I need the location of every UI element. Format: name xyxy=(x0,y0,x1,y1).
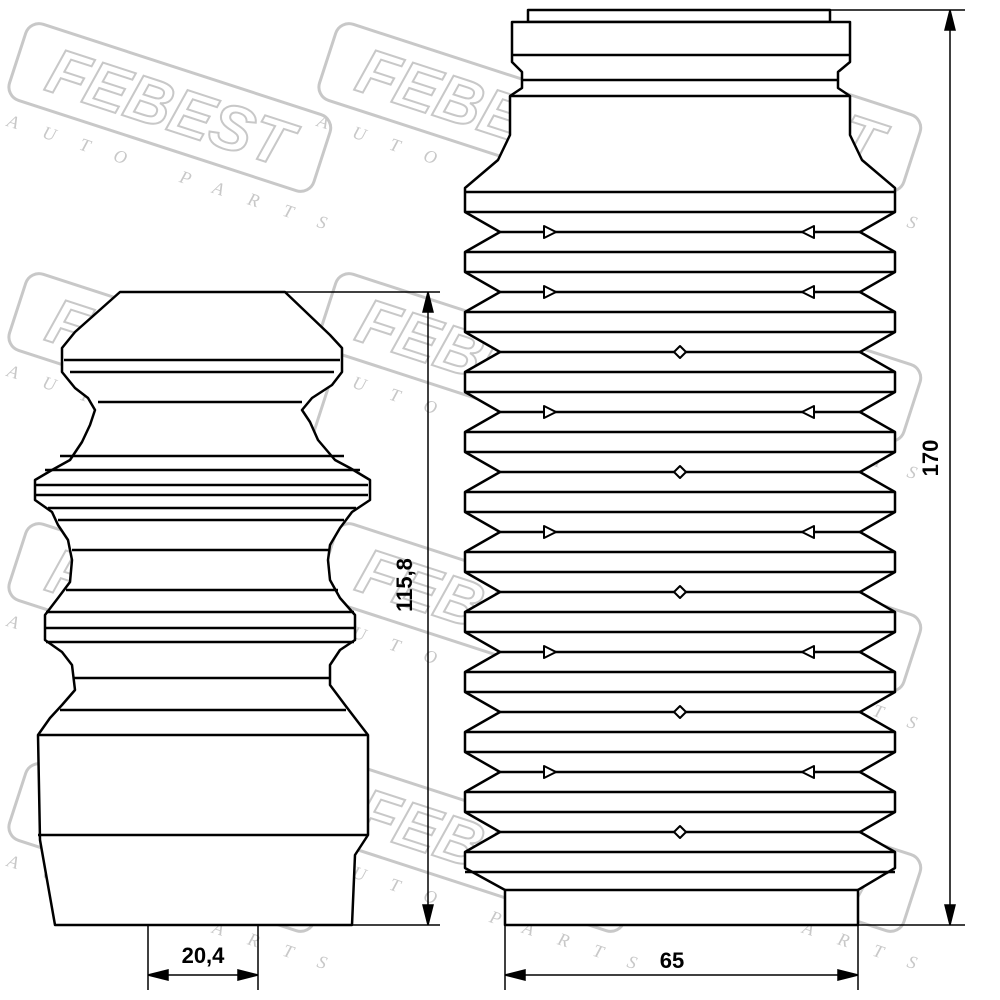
bump-stop-drawing xyxy=(33,290,372,927)
dust-boot-drawing xyxy=(463,8,897,927)
dim-label-boot-length: 170 xyxy=(918,440,943,477)
boot-arrow-marker xyxy=(543,225,557,239)
boot-arrow-marker xyxy=(543,645,557,659)
boot-diamond-marker xyxy=(673,345,687,359)
dim-label-bump-stop-inner-diameter: 20,4 xyxy=(182,943,226,968)
boot-top-ring xyxy=(526,8,832,24)
boot-arrow-marker xyxy=(543,525,557,539)
dim-label-bump-stop-height: 115,8 xyxy=(392,558,417,612)
dimension-lines xyxy=(147,9,965,990)
boot-arrow-marker xyxy=(543,285,557,299)
boot-arrow-marker xyxy=(543,405,557,419)
boot-arrow-marker xyxy=(543,765,557,779)
dim-label-boot-diameter: 65 xyxy=(660,948,684,973)
boot-diamond-marker xyxy=(673,465,687,479)
boot-arrow-marker xyxy=(801,765,815,779)
watermark-brand: FEBEST xyxy=(39,34,306,182)
boot-folds xyxy=(465,190,895,874)
boot-diamond-marker xyxy=(673,585,687,599)
boot-diamond-marker xyxy=(673,705,687,719)
boot-arrow-marker xyxy=(801,405,815,419)
boot-arrow-marker xyxy=(801,645,815,659)
boot-arrow-marker xyxy=(801,225,815,239)
boot-arrow-marker xyxy=(801,285,815,299)
bump-stop-top-cap xyxy=(33,290,372,927)
boot-diamond-marker xyxy=(673,825,687,839)
boot-arrow-marker xyxy=(801,525,815,539)
